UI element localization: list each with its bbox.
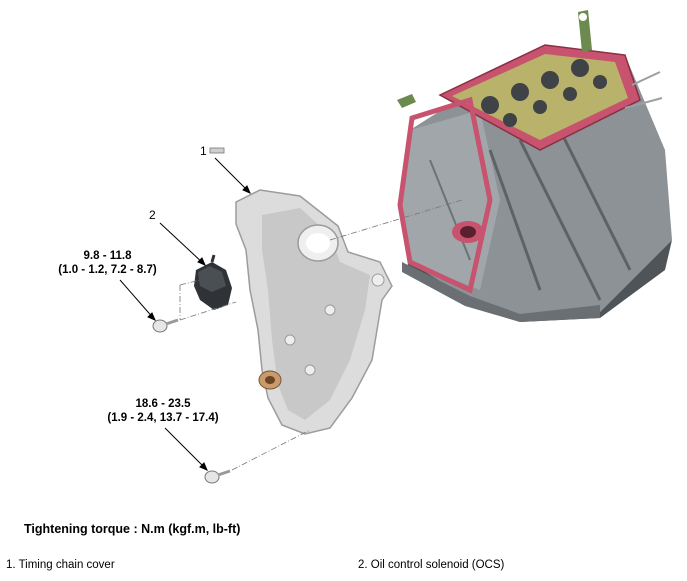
small-bolt xyxy=(152,318,179,333)
callout-1: 1 xyxy=(200,144,207,158)
bolt-part-1 xyxy=(209,147,225,154)
engine-block xyxy=(397,10,672,322)
legend-item-1: 1. Timing chain cover xyxy=(6,559,115,571)
leader-lines xyxy=(119,157,251,471)
oil-control-solenoid xyxy=(194,254,232,310)
torque-small-bolt: 9.8 - 11.8 (1.0 - 1.2, 7.2 - 8.7) xyxy=(30,249,185,277)
torque-large-bolt: 18.6 - 23.5 (1.9 - 2.4, 13.7 - 17.4) xyxy=(78,397,248,425)
tightening-torque-note: Tightening torque : N.m (kgf.m, lb-ft) xyxy=(24,522,241,536)
timing-chain-cover xyxy=(235,189,393,435)
torque-large-alt: (1.9 - 2.4, 13.7 - 17.4) xyxy=(107,412,219,424)
legend-item-2: 2. Oil control solenoid (OCS) xyxy=(358,559,505,571)
alignment-lines xyxy=(179,199,463,471)
torque-large-nm: 18.6 - 23.5 xyxy=(135,398,191,410)
large-bolt xyxy=(204,469,231,484)
callout-2: 2 xyxy=(149,208,156,222)
torque-small-nm: 9.8 - 11.8 xyxy=(83,250,132,262)
torque-small-alt: (1.0 - 1.2, 7.2 - 8.7) xyxy=(58,264,157,276)
